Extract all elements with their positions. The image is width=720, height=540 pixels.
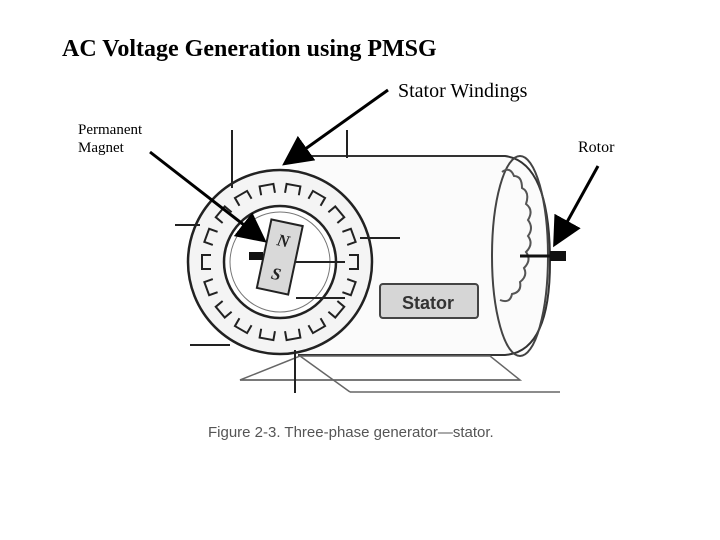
stator-box: Stator [379,283,479,319]
winding-slot [233,317,253,335]
winding-slot [349,254,359,270]
winding-slot [284,328,302,342]
winding-slot [203,227,218,246]
winding-slot [327,300,346,319]
lead-wires [175,130,400,393]
magnet-south-label: S [270,264,283,285]
winding-slot [214,205,233,224]
winding-slot [342,227,357,246]
magnet-north-label: N [274,230,292,251]
permanent-magnet-arrow [149,150,267,243]
permanent-magnet: N S [255,218,304,296]
figure-caption: Figure 2-3. Three-phase generator—stator… [208,424,494,441]
slide-title: AC Voltage Generation using PMSG [62,36,437,62]
winding-slot [233,189,253,207]
winding-slot [307,317,327,335]
permanent-magnet-label-line2: Magnet [78,140,124,156]
stator-winding-slots [201,182,359,342]
winding-slot [327,205,346,224]
rotor-arrow [553,165,600,248]
rotor-end-detail [499,168,532,303]
winding-slot [307,189,327,207]
winding-slot [342,278,357,297]
stator-windings-arrow [282,88,389,166]
winding-slot [258,328,276,342]
stator-windings-label: Stator Windings [398,80,528,102]
permanent-magnet-label-line1: Permanent [78,122,143,138]
permanent-magnet-label: Permanent Magnet [78,121,142,157]
winding-slot [258,182,276,196]
winding-slot [201,254,211,270]
stator-box-label: Stator [402,293,454,313]
winding-slot [284,182,302,196]
winding-slot [214,300,233,319]
rotor-shaft [550,251,566,261]
generator-base [239,355,560,393]
rotor-label: Rotor [578,139,615,156]
rotor-bar-stub [249,252,263,260]
winding-slot [203,278,218,297]
callout-arrows [149,88,600,248]
